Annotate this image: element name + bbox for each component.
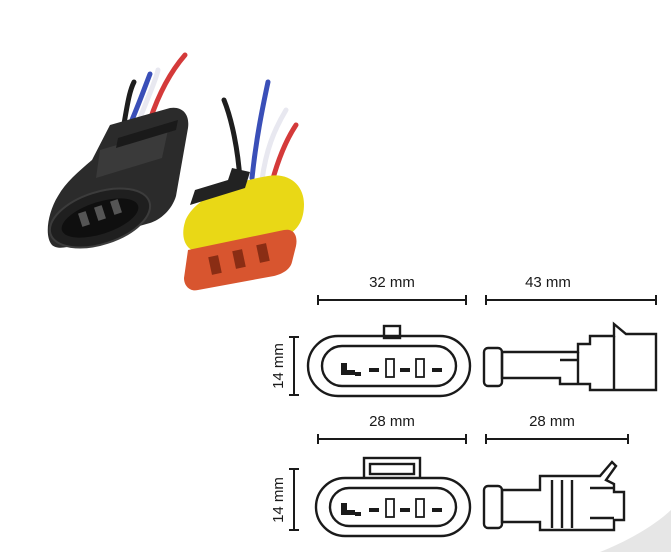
top-front-outer	[306, 334, 472, 398]
bottom-front-latch-inner	[368, 462, 416, 476]
female-connector-wires	[221, 79, 299, 185]
bottom-front-view	[314, 456, 472, 538]
label-top-height: 14 mm	[270, 343, 287, 389]
wire-blue	[129, 71, 153, 123]
male-pin	[78, 211, 90, 227]
top-front-contact-outlines	[385, 358, 425, 378]
male-connector-photo	[47, 52, 189, 249]
bottom-side-view	[482, 460, 626, 532]
label-bottom-height: 14 mm	[270, 477, 287, 523]
female-connector-photo	[183, 79, 304, 291]
bottom-front-inner	[328, 486, 458, 528]
top-front-inner	[320, 344, 458, 388]
female-socket	[208, 255, 222, 275]
label-bottom-front-width: 28 mm	[369, 413, 415, 430]
male-housing-ridge-2	[116, 120, 178, 148]
male-housing-ridge	[96, 130, 168, 178]
top-side-cap	[482, 346, 504, 388]
top-dimension-row	[289, 295, 657, 396]
wire-white	[137, 67, 161, 121]
label-top-side-length: 43 mm	[525, 274, 571, 291]
male-pin	[110, 199, 122, 215]
female-socket	[256, 243, 270, 263]
wire-blue	[249, 79, 271, 181]
top-front-view	[306, 324, 472, 398]
female-socket	[232, 249, 246, 269]
wire-white	[259, 107, 289, 183]
top-side-view	[482, 321, 658, 392]
male-connector-wires	[121, 52, 188, 127]
bottom-side-body	[500, 460, 626, 532]
top-side-body	[500, 321, 658, 392]
bottom-side-cap	[482, 484, 504, 530]
male-pin	[94, 205, 106, 221]
label-bottom-side-length: 28 mm	[529, 413, 575, 430]
bottom-dimension-row	[289, 434, 629, 531]
wire-red	[147, 52, 188, 123]
corner-swoosh	[600, 510, 671, 552]
bottom-front-contact-outlines	[385, 498, 425, 518]
wire-black	[121, 79, 137, 127]
female-latch	[190, 168, 250, 205]
label-top-front-width: 32 mm	[369, 274, 415, 291]
bottom-front-contacts	[341, 503, 442, 516]
